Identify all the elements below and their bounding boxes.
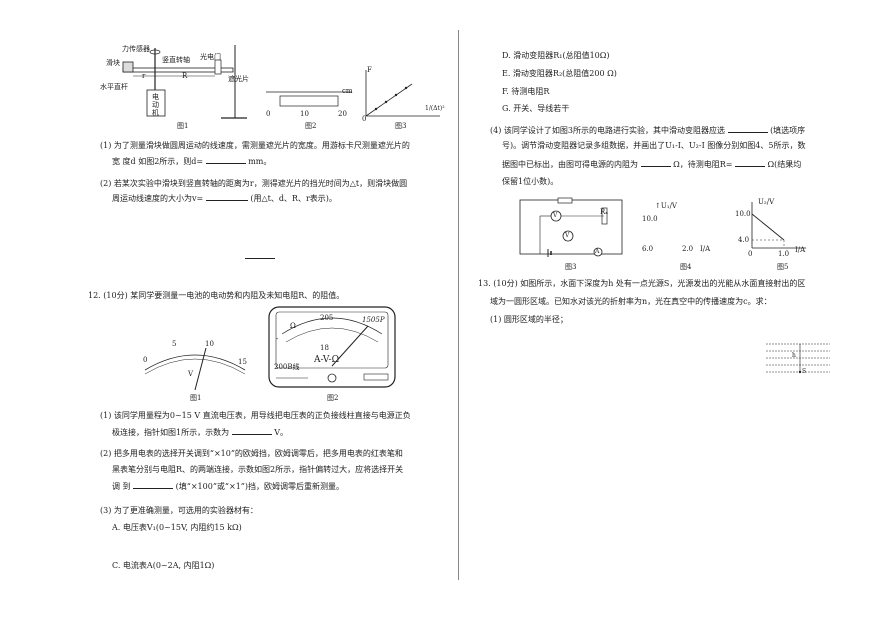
q12-part4-line4: 保留1位小数)。 — [502, 177, 559, 186]
fig5-xunit: I/A — [795, 246, 806, 254]
water-figure — [766, 343, 830, 374]
q12-part2-line1: (2) 把多用电表的选择开关调到“×10”的欧姆挡，欧姆调零后，把多用电表的红表… — [100, 449, 403, 458]
multimeter-model: 1505P — [362, 316, 385, 324]
multimeter-ohm: Ω — [290, 322, 296, 330]
fig4-x1: 2.0 — [682, 245, 694, 253]
q11-answer-d-blank[interactable] — [205, 155, 246, 164]
fig4-xunit: I/A — [700, 245, 711, 253]
q12-answer-voltage-blank[interactable] — [231, 426, 272, 435]
fig1-label-sensor: 力传感器 — [122, 45, 150, 53]
q12-answer-rx-blank[interactable] — [735, 158, 765, 167]
multimeter-minus: - — [276, 335, 279, 343]
q13-line2: 域为一圆形区域。已知水对该光的折射率为n，光在真空中的传播速度为c。求： — [490, 297, 772, 306]
q12-intro: 12. (10分) 某同学要测量一电池的电动势和内阻及未知电阻R、的阻值。 — [88, 291, 345, 300]
voltmeter-tick-0: 0 — [143, 356, 148, 364]
q12-option-a: A. 电压表V₁(0~15V, 内阻约15 kΩ) — [112, 523, 242, 532]
fig4-caption: 图4 — [680, 263, 692, 271]
force-graph — [365, 70, 440, 117]
caliper-figure — [266, 91, 352, 107]
multimeter-num: 18 — [320, 344, 329, 352]
fig5-ylabel: U₂/V — [758, 198, 775, 206]
u2-i-graph — [751, 202, 806, 249]
option-d: D. 滑动变阻器R₁(总阻值10Ω) — [502, 51, 610, 60]
q12-part1-line1: (1) 该同学用量程为0~15 V 直流电压表，用导线把电压表的正负接线柱直接与… — [100, 411, 411, 420]
option-f: F. 待测电阻R — [502, 87, 550, 96]
option-g: G. 开关、导线若干 — [502, 104, 570, 113]
fig4-ylabel: ↑U₁/V — [655, 202, 677, 210]
circuit-label-rx: Rₓ — [600, 208, 609, 216]
q12-option-c: C. 电流表A(0~2A, 内阻1Ω) — [112, 561, 215, 570]
force-graph-ylabel: F — [367, 66, 372, 74]
q12-part4-line3: 据图中已标出，由图可得电源的内阻为 Ω，待测电阻R= Ω(结果均 — [502, 158, 802, 169]
q12-part4-line1: (4) 该同学设计了如图3所示的电路进行实验，其中滑动变阻器应选 (填选项序 — [490, 124, 806, 135]
fig1-label-rod: 水平直杆 — [100, 83, 128, 91]
voltmeter-unit: V — [188, 370, 194, 378]
multimeter-range: 200B线 — [274, 363, 300, 371]
fig2-caption: 图2 — [305, 122, 317, 130]
circuit-figure — [519, 197, 623, 257]
fig1-label-r: r — [142, 72, 146, 80]
caliper-tick-20: 20 — [338, 110, 347, 118]
q12-part3: (3) 为了更准确测量，可选用的实验器材有： — [100, 506, 258, 515]
q13-part1: (1) 圆形区域的半径； — [490, 315, 568, 324]
q12-part2-line2: 黑表笔分别与电阻R、的两端连接，示数如图2所示，指针偏转过大，应将选择开关 — [112, 465, 404, 474]
q12-part4-line2: 号)。调节滑动变阻器记录多组数据，并画出了U₁-I、U₂-I 图像分别如图4、5… — [502, 141, 806, 150]
circuit-label-a: A — [595, 248, 600, 255]
fig1-label-shade: 遮光片 — [228, 75, 249, 83]
multimeter-mode: A-V-Ω — [314, 355, 340, 365]
apparatus-figure — [122, 45, 247, 119]
fig1-label-slider: 滑块 — [106, 59, 120, 67]
q11-answer-v-blank[interactable] — [205, 192, 248, 201]
q13-line1: 13. (10分) 如图所示，水面下深度为h 处有一点光源S，光源发出的光能从水… — [478, 279, 806, 288]
column-divider — [458, 30, 459, 580]
caliper-tick-10: 10 — [300, 110, 309, 118]
caliper-unit: cm — [342, 87, 353, 95]
q12-part2-line3: 调 到 (填“×100”或“×1”)挡，欧姆调零后重新测量。 — [112, 480, 345, 491]
fig1-label-R: R — [182, 72, 188, 80]
q11-part2-line2: 周运动线速度的大小为v= (用△t、d、R、r表示)。 — [112, 192, 337, 203]
fig1-label-gate: 光电门 — [200, 53, 221, 61]
fig3-circuit-caption: 图3 — [565, 263, 577, 271]
fig1-label-motor: 电动机 — [152, 93, 159, 117]
water-label-h: h — [792, 352, 796, 359]
caliper-tick-0: 0 — [266, 110, 271, 118]
fig1-caption: 图1 — [177, 122, 189, 130]
q12-answer-range-blank[interactable] — [133, 480, 174, 489]
meter1-caption: 图1 — [190, 394, 202, 402]
q12-answer-rheostat-blank[interactable] — [727, 124, 768, 133]
separator-line — [245, 258, 275, 259]
voltmeter-tick-10: 10 — [205, 340, 214, 348]
voltmeter-tick-5: 5 — [172, 340, 177, 348]
multimeter-top-value: 205 — [320, 314, 334, 322]
meter2-caption: 图2 — [327, 394, 339, 402]
circuit-label-v1: V — [553, 212, 558, 219]
force-graph-zero: 0 — [362, 115, 367, 123]
circuit-label-v2: V — [565, 232, 570, 239]
force-graph-xlabel: 1/(Δt)² — [425, 105, 445, 112]
q11-part1-line1: (1) 为了测量滑块做圆周运动的线速度，需测量遮光片的宽度。用游标卡尺测量遮光片… — [100, 141, 410, 150]
q12-answer-internal-r-blank[interactable] — [640, 158, 671, 167]
fig3-caption: 图3 — [395, 122, 407, 130]
fig4-y2: 6.0 — [642, 245, 654, 253]
q11-part2-line1: (2) 若某次实验中滑块到竖直转轴的距离为r，测得遮光片的挡光时间为△t，则滑块… — [100, 179, 408, 188]
voltmeter-dial — [144, 347, 246, 391]
multimeter-figure — [268, 306, 396, 388]
fig1-label-axis: 竖直转轴 — [162, 56, 190, 64]
q12-part1-line2: 极连接，指针如图1所示，示数为 V。 — [112, 426, 288, 437]
water-label-s: S — [802, 368, 807, 375]
fig4-y1: 10.0 — [642, 215, 658, 223]
fig5-x0: 0 — [748, 250, 753, 258]
fig5-y2: 4.0 — [738, 236, 750, 244]
fig5-x1: 1.0 — [778, 250, 790, 258]
option-e: E. 滑动变阻器R₂(总阻值200 Ω) — [502, 69, 617, 78]
q11-part1-line2: 宽 度d 如图2所示，则d= mm。 — [112, 155, 272, 166]
fig5-y1: 10.0 — [735, 210, 751, 218]
fig5-caption: 图5 — [777, 263, 789, 271]
voltmeter-tick-15: 15 — [238, 358, 247, 366]
